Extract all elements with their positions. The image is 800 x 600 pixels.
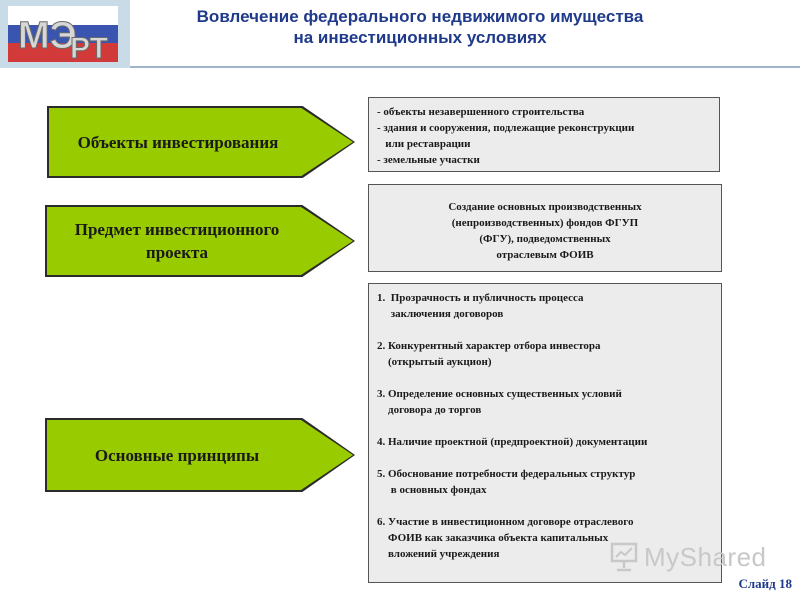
principles-line: 2. Конкурентный характер отбора инвестор… <box>377 340 601 352</box>
watermark-text: MyShared <box>644 541 767 572</box>
subject-line: отраслевым ФОИВ <box>496 249 594 261</box>
objects-item: или реставрации <box>377 138 471 150</box>
header-divider <box>130 66 800 68</box>
principles-line: договора до торгов <box>377 404 482 416</box>
principles-line <box>377 418 713 434</box>
objects-item: - здания и сооружения, подлежащие реконс… <box>377 122 635 134</box>
objects-item: - земельные участки <box>377 154 480 166</box>
page-title: Вовлечение федерального недвижимого имущ… <box>140 6 700 48</box>
arrow-principles-label: Основные принципы <box>94 445 260 465</box>
arrow-subject-label: Предмет инвестиционного проекта <box>75 218 326 264</box>
subject-line: Создание основных производственных <box>448 201 642 213</box>
myshared-watermark: MyShared <box>610 540 770 574</box>
arrow-objects: Объекты инвестирования <box>49 108 353 176</box>
principles-line <box>377 370 713 386</box>
mert-logo: МЭ РТ <box>0 0 130 68</box>
subject-line: (ФГУ), подведомственных <box>479 233 611 245</box>
principles-line: вложений учреждения <box>377 548 500 560</box>
page-title-line2: на инвестиционных условиях <box>293 28 547 47</box>
principles-line: ФОИВ как заказчика объекта капитальных <box>377 532 609 544</box>
principles-line <box>377 498 713 514</box>
principles-line <box>377 450 713 466</box>
principles-line: 6. Участие в инвестиционном договоре отр… <box>377 516 634 528</box>
mert-logo-icon: МЭ РТ <box>8 6 118 66</box>
arrow-subject-label-line1: Предмет инвестиционного <box>74 220 280 239</box>
principles-box: 1. Прозрачность и публичность процесса з… <box>368 283 722 583</box>
arrow-subject: Предмет инвестиционного проекта <box>47 207 353 275</box>
presentation-board-icon <box>610 542 638 572</box>
arrow-subject-label-line2: проекта <box>145 243 209 262</box>
subject-box: Создание основных производственных (непр… <box>368 184 722 272</box>
subject-line: (непроизводственных) фондов ФГУП <box>451 217 639 229</box>
svg-text:РТ: РТ <box>70 32 108 65</box>
arrow-objects-label: Объекты инвестирования <box>77 132 279 152</box>
principles-line: 5. Обоснование потребности федеральных с… <box>377 468 636 480</box>
arrow-principles: Основные принципы <box>47 420 353 490</box>
principles-line: 4. Наличие проектной (предпроектной) док… <box>377 436 648 448</box>
principles-line: (открытый аукцион) <box>377 356 492 368</box>
principles-line: в основных фондах <box>377 484 487 496</box>
objects-item: - объекты незавершенного строительства <box>377 106 585 118</box>
objects-box: - объекты незавершенного строительства -… <box>368 97 720 172</box>
principles-line: 3. Определение основных существенных усл… <box>377 388 622 400</box>
header: МЭ РТ Вовлечение федерального недвижимог… <box>0 0 800 70</box>
principles-line <box>377 322 713 338</box>
principles-line: заключения договоров <box>377 308 504 320</box>
principles-line: 1. Прозрачность и публичность процесса <box>377 292 584 304</box>
slide-number: Слайд 18 <box>738 576 793 591</box>
svg-text:МЭ: МЭ <box>18 15 77 57</box>
page-title-line1: Вовлечение федерального недвижимого имущ… <box>196 7 644 26</box>
